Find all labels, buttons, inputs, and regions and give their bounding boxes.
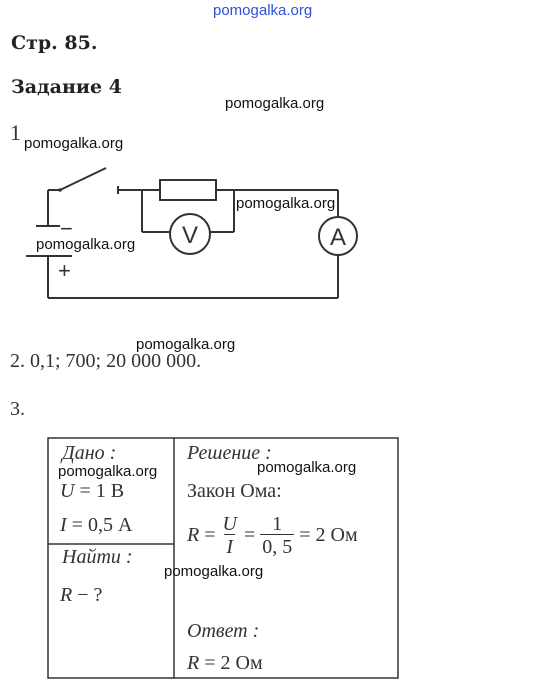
resistor [159, 179, 217, 201]
given-i-rest: = 0,5 А [66, 514, 133, 536]
given-u-var: U [60, 480, 75, 502]
solution-header: Решение : [187, 442, 272, 464]
given-u: U = 1 В [60, 480, 124, 503]
find-r: R − ? [60, 584, 102, 607]
find-r-var: R [60, 584, 73, 606]
eq-num-2: 1 [272, 513, 283, 535]
eq-result: = 2 Ом [294, 524, 358, 546]
item3-number: 3. [10, 398, 25, 420]
answer-line: R = 2 Ом [187, 652, 263, 675]
watermark: pomogalka.org [236, 195, 336, 212]
circuit-wires [47, 167, 339, 299]
task-heading: Задание 4 [11, 76, 122, 98]
battery-plus: + [58, 258, 71, 283]
item2-text: 2. 0,1; 700; 20 000 000. [10, 350, 202, 372]
answer-rest: = 2 Ом [199, 652, 263, 674]
item1-number: 1 [10, 120, 21, 145]
find-header: Найти : [62, 546, 133, 568]
eq-r: R [187, 524, 200, 546]
voltmeter-label: V [182, 222, 198, 249]
ammeter-label: A [330, 224, 346, 251]
voltmeter-circle [169, 213, 211, 255]
table-outline [47, 437, 399, 679]
battery-minus: − [60, 216, 73, 241]
table-borders [47, 437, 399, 679]
switch-contact-left [58, 188, 62, 192]
watermark: pomogalka.org [24, 135, 124, 152]
ammeter-circle [318, 216, 358, 256]
eq-num-1: U [222, 513, 237, 535]
eq-den-2: 0, 5 [260, 534, 295, 558]
given-u-rest: = 1 В [74, 480, 125, 502]
watermark: pomogalka.org [36, 236, 136, 253]
find-r-rest: − ? [72, 584, 103, 606]
ohm-equation: R = U I = 1 0, 5 = 2 Ом [187, 514, 358, 557]
given-header: Дано : [62, 442, 117, 464]
given-i-var: I [60, 514, 67, 536]
watermark: pomogalka.org [225, 95, 325, 112]
watermark-top: pomogalka.org [213, 2, 313, 19]
eq-sign-1: = [199, 524, 221, 546]
answer-header: Ответ : [187, 620, 260, 642]
watermark: pomogalka.org [164, 563, 264, 580]
switch-blade [59, 167, 107, 191]
given-i: I = 0,5 А [60, 514, 132, 537]
eq-fraction-2: 1 0, 5 [260, 513, 295, 558]
ohm-law-label: Закон Ома: [187, 480, 282, 502]
watermark: pomogalka.org [136, 336, 236, 353]
answer-r: R [187, 652, 200, 674]
eq-den-1: I [224, 534, 236, 558]
page-heading: Стр. 85. [11, 32, 98, 54]
eq-fraction-1: U I [221, 514, 239, 557]
eq-sign-2: = [238, 524, 261, 546]
watermark: pomogalka.org [58, 463, 158, 480]
watermark: pomogalka.org [257, 459, 357, 476]
